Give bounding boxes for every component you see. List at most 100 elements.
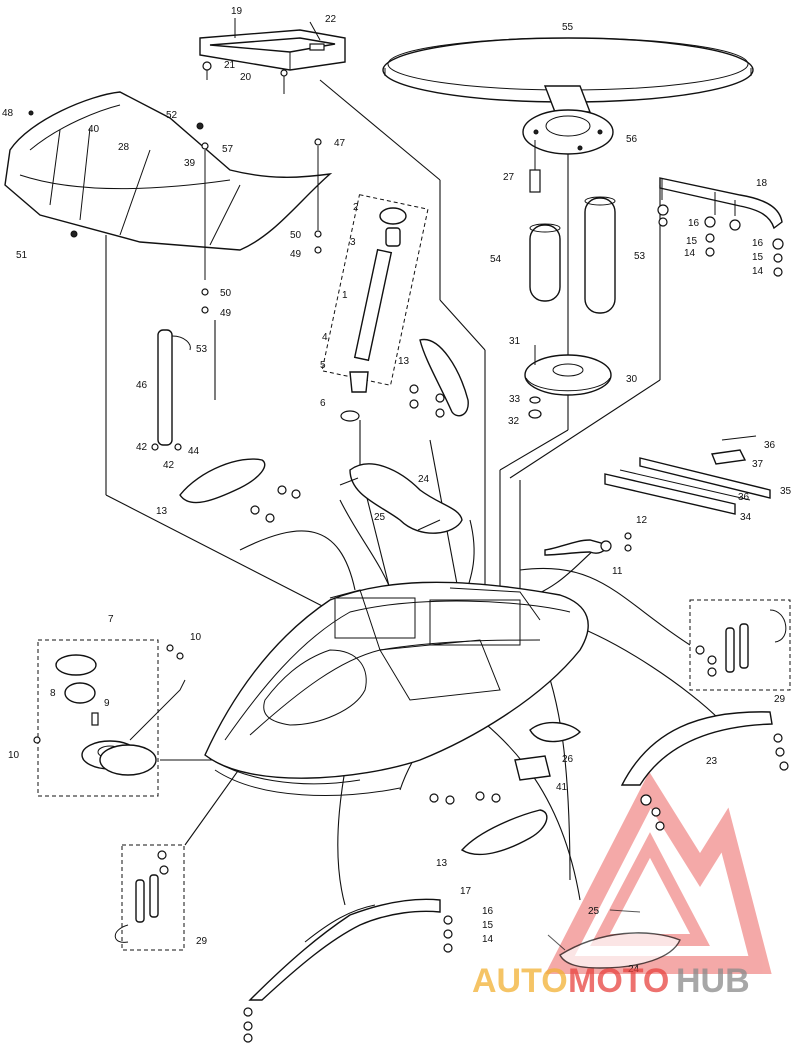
callout-25-upper: 25 [374,512,386,523]
callout-22: 22 [325,14,337,25]
part-13-cleat-left [179,458,301,523]
part-51-fastener [70,230,78,238]
callout-28: 28 [118,142,130,153]
callout-34: 34 [740,512,752,523]
part-55-table-top [382,37,754,103]
part-41-decal [514,755,551,781]
callout-47: 47 [334,138,346,149]
part-26-cover [529,722,581,743]
part-11-bracket [544,532,632,556]
callout-39: 39 [184,158,196,169]
callout-1: 1 [342,290,348,301]
callout-49-upper: 49 [290,249,302,260]
callout-11: 11 [612,566,623,577]
callout-13-left: 13 [156,506,168,517]
callout-55: 55 [562,22,574,33]
callout-57: 57 [222,144,234,155]
callout-51: 51 [16,250,28,261]
callout-15-lower: 15 [482,920,494,931]
part-30-pedestal-base [524,345,612,396]
callout-25-lower: 25 [588,906,600,917]
callout-40: 40 [88,124,100,135]
part-13-cleat-lower [429,791,548,856]
callout-16-upper-right: 16 [752,238,764,249]
part-35-rail [639,457,771,499]
callout-41: 41 [556,782,568,793]
callout-7: 7 [108,614,114,625]
callout-20: 20 [240,72,252,83]
callout-42-a: 42 [136,442,148,453]
part-37-clip [711,435,757,465]
part-54-pedestal-tube [529,223,561,302]
part-19-mount-bracket [199,18,346,94]
callout-9: 9 [104,698,110,709]
part-40-windshield [4,91,333,251]
part-13-cleat-upper [409,338,469,418]
callout-19: 19 [231,6,243,17]
callout-16-lower: 16 [482,906,494,917]
watermark-auto: AUTO [472,962,568,1000]
callout-29-right: 29 [774,694,786,705]
callout-15-upper-left: 15 [686,236,698,247]
callout-10-upper: 10 [190,632,202,643]
callout-53: 53 [634,251,646,262]
part-46-handrail [151,329,191,451]
callout-36-lower: 36 [738,492,750,503]
callout-24-lower: 24 [628,964,640,975]
part-29-tie-hardware-right [689,599,791,691]
part-33-washer [529,396,541,404]
callout-6: 6 [320,398,326,409]
part-23-rub-rail [620,711,789,831]
callout-16-upper-left: 16 [688,218,700,229]
callout-14-upper-right: 14 [752,266,764,277]
callout-52: 52 [166,110,178,121]
part-34-rail [604,469,751,515]
part-52-fastener [196,122,204,130]
callout-15-upper-right: 15 [752,252,764,263]
part-18-grab-rail [657,177,784,277]
callout-44: 44 [188,446,200,457]
boat-hull [204,581,589,796]
part-27-pin [529,140,541,193]
callout-30: 30 [626,374,638,385]
watermark-moto: MOTO [568,962,669,1000]
part-7-light-assembly [33,639,186,797]
callout-35: 35 [780,486,792,497]
callout-27: 27 [503,172,515,183]
callout-8: 8 [50,688,56,699]
callout-23: 23 [706,756,718,767]
callout-48-top: 48 [2,108,14,119]
callout-10-lower: 10 [8,750,20,761]
callout-54: 54 [490,254,502,265]
part-53-pedestal-tube [584,196,616,314]
callout-46: 46 [136,380,148,391]
callout-4: 4 [322,332,328,343]
callout-3: 3 [350,237,356,248]
callout-18: 18 [756,178,768,189]
watermark-hub: HUB [676,962,750,1000]
part-29-tie-hardware-left [114,844,185,951]
callout-14-upper-left: 14 [684,248,696,259]
callout-17: 17 [460,886,472,897]
part-17-rub-rail [243,898,453,1043]
callout-5: 5 [320,360,326,371]
callout-14-lower: 14 [482,934,494,945]
callout-37: 37 [752,459,764,470]
callout-50-lower: 50 [220,288,232,299]
part-24-seat-cushion [339,463,463,534]
callout-33: 33 [509,394,521,405]
part-1-table-post [321,194,429,422]
callout-24-upper: 24 [418,474,430,485]
callout-50-upper: 50 [290,230,302,241]
part-32-nut [528,409,542,419]
callout-13-upper: 13 [398,356,410,367]
callout-56: 56 [626,134,638,145]
callout-12: 12 [636,515,648,526]
part-56-table-mount [522,85,614,155]
callout-53-handrail: 53 [196,344,208,355]
callout-36-upper: 36 [764,440,776,451]
automotohub-watermark: AUTO MOTO HUB [472,962,750,1000]
callout-49-lower: 49 [220,308,232,319]
part-24-seat-cushion-lower [547,909,681,969]
